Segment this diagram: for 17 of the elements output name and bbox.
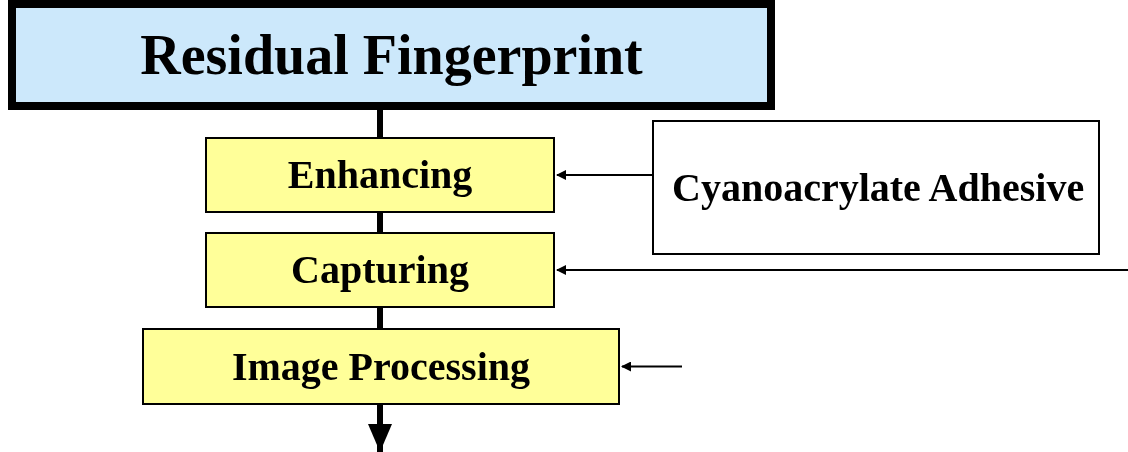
- process-box: [205, 137, 555, 213]
- box-label: Capturing: [291, 246, 469, 294]
- arrow: [556, 170, 653, 180]
- box-label: Enhancing: [287, 151, 473, 199]
- process-box: [142, 328, 620, 405]
- connector-line: [377, 110, 383, 137]
- box-label: Residual Fingerprint: [140, 22, 643, 88]
- arrow: [556, 265, 1128, 275]
- arrow: [621, 361, 683, 372]
- connector-line: [377, 213, 383, 232]
- down-arrow: [368, 405, 392, 452]
- box-label: Image Processing: [231, 342, 531, 391]
- title-box: [8, 0, 775, 110]
- connector-line: [377, 308, 383, 328]
- process-box: [205, 232, 555, 308]
- box-label: Cyanoacrylate Adhesive: [672, 163, 1085, 212]
- material-box: [652, 120, 1100, 255]
